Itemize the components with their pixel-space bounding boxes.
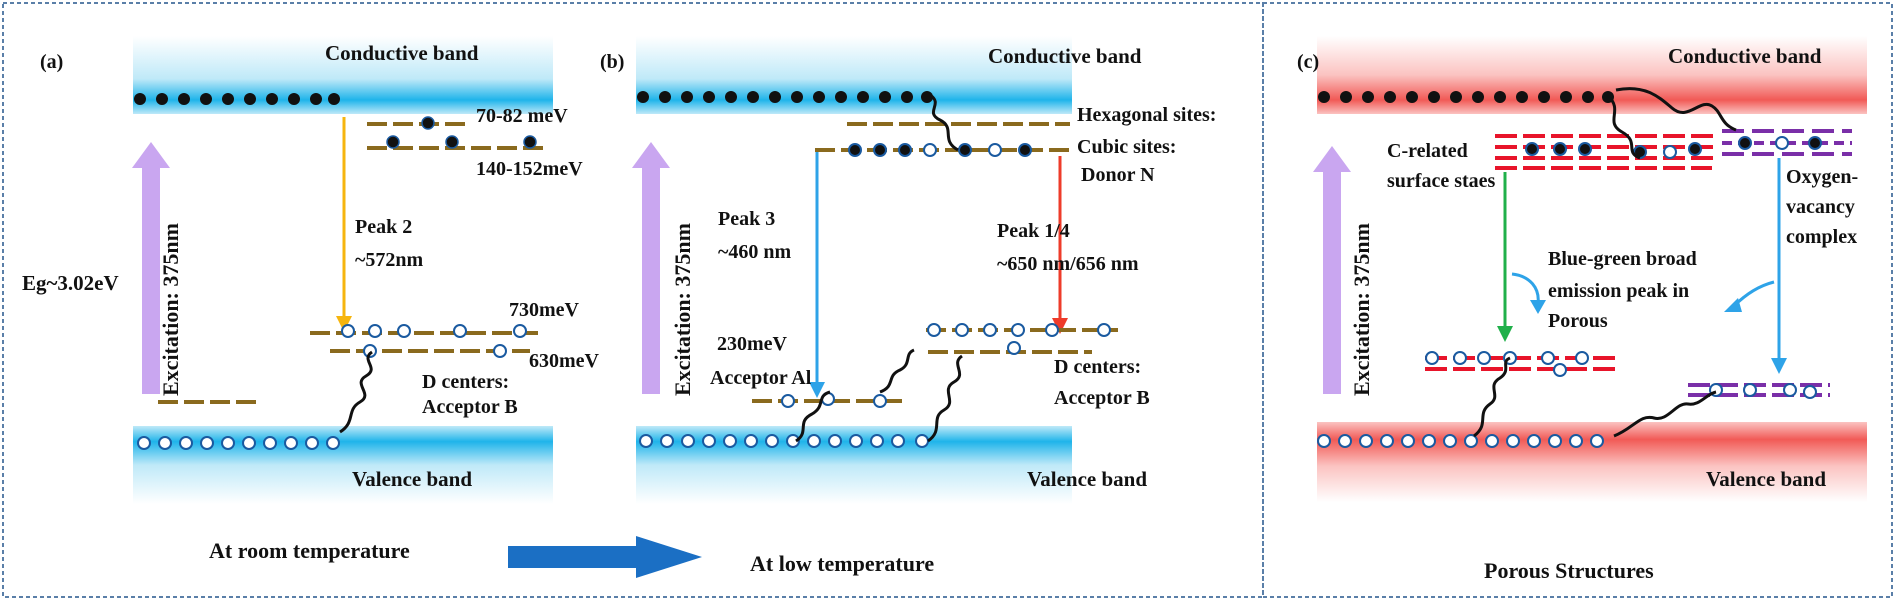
cyan-emission-arrow-head (1771, 358, 1787, 374)
electrons-row-c (1318, 91, 1614, 103)
valence-band-label-a: Valence band (352, 467, 472, 491)
panel-a: (a) Conductive band Valence band Excitat… (22, 36, 600, 504)
peak-3-arrow-head (809, 382, 825, 398)
valence-band-a (133, 426, 553, 504)
oxygen-vacancy-carriers (1738, 136, 1822, 150)
oxygen-vacancy-label-1: Oxygen- (1786, 166, 1858, 188)
blue-green-label-2: emission peak in (1548, 280, 1689, 302)
peak-2-label: Peak 2 (355, 216, 412, 238)
conductive-band-label-b: Conductive band (988, 44, 1142, 68)
level-70-82-label: 70-82 meV (476, 105, 568, 127)
level-230-label: 230meV (717, 333, 788, 355)
acceptor-al-label: Acceptor Al (710, 367, 812, 389)
hexagonal-sites-label: Hexagonal sites: (1077, 104, 1216, 126)
peak-14-arrow-head (1052, 318, 1068, 334)
holes-row-b (639, 434, 929, 448)
level-630-label: 630meV (529, 350, 600, 372)
excitation-label-c: Excitation: 375nm (1349, 223, 1374, 396)
wavy-transition-c1 (1606, 94, 1641, 160)
peak-3-wavelength: ~460 nm (718, 241, 792, 263)
eg-label: Eg~3.02eV (22, 271, 119, 295)
electrons-row-a (134, 93, 340, 105)
excitation-arrow-head-a (132, 142, 170, 168)
wavy-transition-c2 (1615, 87, 1737, 132)
panel-b: (b) Conductive band Valence band Excitat… (600, 36, 1216, 504)
d-center-holes-b1 (927, 323, 1111, 337)
wavy-transition-c3 (1473, 356, 1511, 438)
conductive-band-label-c: Conductive band (1668, 44, 1822, 68)
acceptor-holes-730 (341, 324, 527, 338)
peak-2-arrow-head (336, 316, 352, 332)
wavy-transition-a (339, 350, 374, 434)
panel-tag-b: (b) (600, 51, 624, 73)
panel-c: (c) Conductive band Valence band Excitat… (1297, 36, 1867, 583)
c-related-carriers (1525, 142, 1702, 159)
wavy-transition-b3 (879, 348, 915, 394)
level-730-label: 730meV (509, 299, 580, 321)
d-center-hole-b2 (1007, 341, 1021, 355)
holes-row-c (1317, 434, 1604, 448)
excitation-arrow-shaft-a (142, 168, 160, 394)
temperature-arrow-shaft (508, 546, 638, 568)
cubic-site-carriers (848, 143, 1032, 157)
oxygen-vacancy-label-2: vacancy (1786, 196, 1855, 218)
panel-tag-c: (c) (1297, 51, 1319, 73)
porous-caption: Porous Structures (1484, 558, 1654, 583)
room-temperature-label: At room temperature (209, 538, 410, 563)
donor-electron-a3 (445, 135, 459, 149)
panel-border-c (1262, 2, 1893, 598)
valence-band-label-c: Valence band (1706, 467, 1826, 491)
wavy-transition-c4 (1613, 390, 1717, 438)
d-centers-label-a: D centers: (422, 371, 509, 393)
peak-14-label: Peak 1/4 (997, 220, 1070, 242)
donor-n-label: Donor N (1081, 164, 1155, 186)
wavy-transition-b1 (929, 93, 959, 152)
excitation-arrow-head-b (632, 142, 670, 168)
acceptor-al-holes (781, 392, 887, 408)
donor-electron-a2 (386, 135, 400, 149)
excitation-label-a: Excitation: 375nm (158, 223, 183, 396)
panel-tag-a: (a) (40, 51, 63, 73)
acceptor-b-label-b: Acceptor B (1054, 387, 1150, 409)
blue-green-label-1: Blue-green broad (1548, 248, 1697, 270)
excitation-label-b: Excitation: 375nm (670, 223, 695, 396)
wavy-transition-b4 (927, 354, 964, 443)
donor-electron-a1 (421, 116, 435, 130)
excitation-arrow-head-c (1313, 146, 1351, 172)
d-centers-label-b: D centers: (1054, 356, 1141, 378)
curved-arrow-left (1511, 272, 1540, 305)
curved-arrow-left-head (1530, 300, 1546, 314)
valence-band-label-b: Valence band (1027, 467, 1147, 491)
peak-3-label: Peak 3 (718, 208, 775, 230)
cubic-sites-label: Cubic sites: (1077, 136, 1176, 158)
curved-arrow-right-head (1724, 298, 1742, 312)
blue-green-label-3: Porous (1548, 310, 1608, 332)
excitation-arrow-shaft-c (1323, 172, 1341, 394)
conductive-band-label-a: Conductive band (325, 41, 479, 65)
oxygen-vacancy-label-3: complex (1786, 226, 1857, 248)
acceptor-b-label-a: Acceptor B (422, 396, 518, 418)
peak-2-wavelength: ~572nm (355, 249, 424, 271)
holes-row-a (137, 436, 340, 450)
c-related-label-1: C-related (1387, 140, 1468, 162)
c-related-label-2: surface staes (1387, 170, 1496, 192)
electrons-row-b (637, 91, 933, 103)
temperature-arrow-head (636, 536, 702, 578)
curved-arrow-right (1732, 280, 1775, 308)
peak-14-wavelength: ~650 nm/656 nm (997, 253, 1139, 275)
wavy-transition-b2 (795, 390, 831, 443)
excitation-arrow-shaft-b (642, 168, 660, 394)
acceptor-holes-630 (363, 344, 507, 358)
level-140-152-label: 140-152meV (476, 158, 583, 180)
low-temperature-label: At low temperature (750, 551, 934, 576)
green-emission-arrow-head (1497, 326, 1513, 342)
donor-electron-a4 (523, 135, 537, 149)
